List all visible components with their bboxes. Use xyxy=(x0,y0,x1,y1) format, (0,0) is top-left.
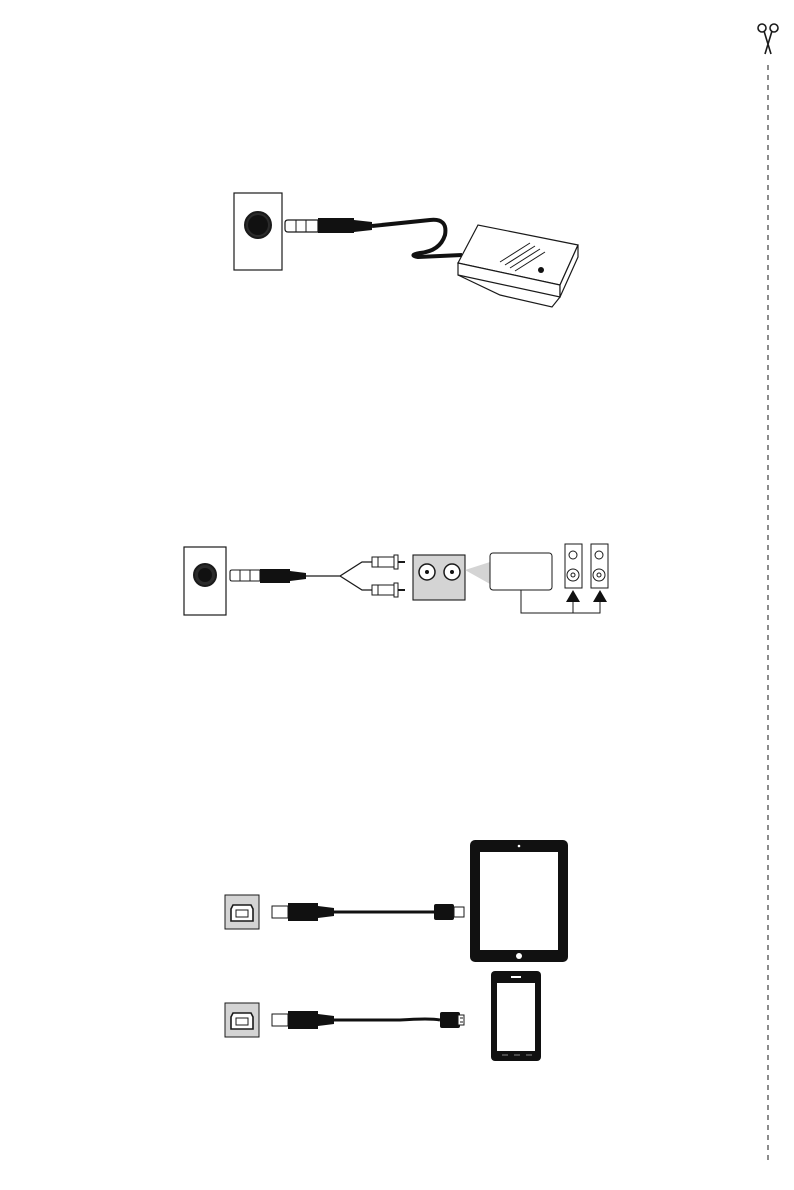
quarter-inch-plug-icon xyxy=(285,218,372,233)
scissors-icon xyxy=(758,24,778,54)
amplifier-icon xyxy=(490,553,552,590)
speaker-wires xyxy=(521,590,600,613)
rca-plug-icon xyxy=(372,555,405,569)
usb-b-plug-icon xyxy=(272,1011,334,1029)
audio-output-connection xyxy=(0,540,794,620)
usb-cable xyxy=(334,1019,440,1020)
rca-plug-icon xyxy=(372,583,405,597)
tablet-icon xyxy=(470,840,568,962)
speaker-icon xyxy=(565,544,582,602)
jack-socket-icon xyxy=(234,193,282,270)
rca-input-panel-icon xyxy=(413,555,490,600)
usb-b-port-icon xyxy=(225,895,259,929)
micro-usb-plug-icon xyxy=(440,1012,464,1028)
jack-socket-icon xyxy=(184,547,226,615)
smartphone-icon xyxy=(491,971,541,1061)
usb-b-port-icon xyxy=(225,1003,259,1037)
y-splitter-cable xyxy=(306,562,372,590)
sustain-pedal-icon xyxy=(458,225,578,307)
lightning-plug-icon xyxy=(434,904,464,920)
stereo-plug-icon xyxy=(230,569,306,583)
usb-device-connection xyxy=(0,835,794,1070)
coiled-cable xyxy=(372,220,462,257)
speaker-icon xyxy=(591,544,608,602)
usb-b-plug-icon xyxy=(272,903,334,921)
sustain-pedal-connection xyxy=(0,185,794,310)
